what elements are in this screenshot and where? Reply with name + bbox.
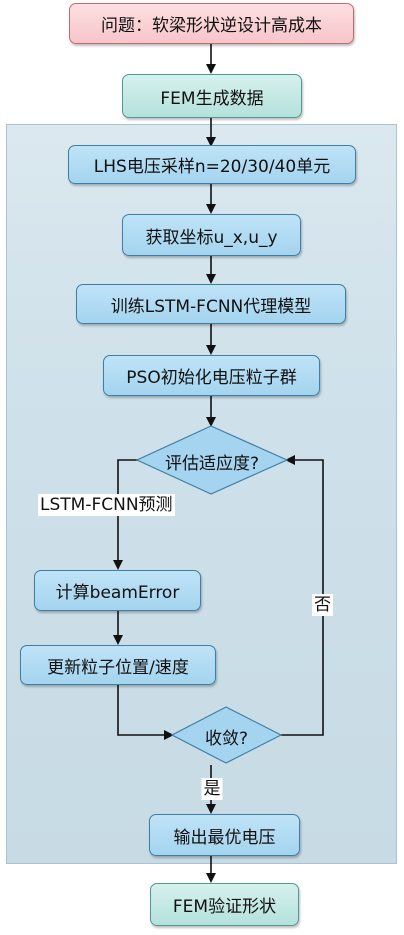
no-edge-label: 否	[312, 594, 333, 616]
train-model-box: 训练LSTM-FCNN代理模型	[76, 284, 346, 324]
arrow-update-to-converge	[117, 685, 174, 740]
update-particles-box: 更新粒子位置/速度	[20, 645, 216, 685]
converge-diamond	[170, 706, 283, 764]
fem-generate-box: FEM生成数据	[122, 74, 302, 118]
converge-diamond-label: 收敛?	[204, 729, 249, 749]
predict-edge-label: LSTM-FCNN预测	[38, 494, 175, 516]
arrow-eval-to-calc	[113, 459, 143, 570]
pso-init-box: PSO初始化电压粒子群	[103, 355, 320, 396]
get-coords-box: 获取坐标u_x,u_y	[122, 214, 301, 256]
calc-beam-error-box: 计算beamError	[34, 570, 201, 611]
yes-edge-label: 是	[201, 778, 223, 800]
lhs-sampling-box: LHS电压采样n=20/30/40单元	[68, 145, 356, 184]
eval-diamond	[135, 425, 289, 495]
problem-box: 问题：软梁形状逆设计高成本	[69, 3, 354, 44]
fem-verify-box: FEM验证形状	[150, 883, 299, 926]
eval-diamond-label: 评估适应度?	[164, 454, 260, 474]
output-voltage-box: 输出最优电压	[149, 814, 300, 856]
